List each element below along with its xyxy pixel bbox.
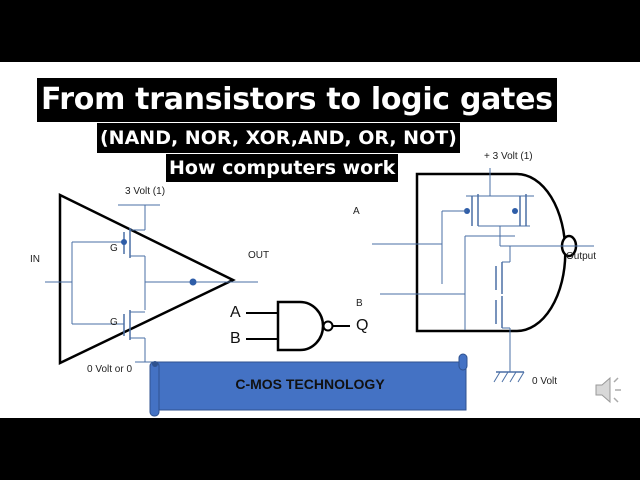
nand-vdd-label: + 3 Volt (1) bbox=[484, 151, 533, 162]
junction-dot bbox=[121, 239, 127, 245]
inverter-triangle bbox=[58, 192, 236, 365]
nand-transistor-a-label: A bbox=[353, 206, 360, 217]
title-line-1: From transistors to logic gates bbox=[37, 78, 557, 122]
inverter-out-label: OUT bbox=[248, 250, 270, 261]
inverter-gate-top-label: G bbox=[110, 243, 118, 254]
speaker-icon[interactable] bbox=[595, 376, 621, 404]
banner-body bbox=[153, 361, 467, 411]
nand-body bbox=[276, 300, 325, 352]
nand-output-label: Output bbox=[566, 251, 597, 262]
nand-transistor-diagram bbox=[372, 168, 594, 383]
banner-text: C-MOS TECHNOLOGY bbox=[235, 376, 385, 392]
title-line-3: How computers work bbox=[166, 154, 399, 182]
title-line-2: (NAND, NOR, XOR,AND, OR, NOT) bbox=[97, 123, 460, 153]
inverter-diagram bbox=[45, 192, 258, 365]
nand-inversion-bubble bbox=[322, 320, 334, 332]
nand-input-a-label: A bbox=[230, 304, 241, 321]
nand-ground-label: 0 Volt bbox=[532, 376, 558, 387]
inverter-gate-bottom-label: G bbox=[110, 317, 118, 328]
nand-input-b-label: B bbox=[230, 330, 241, 347]
inverter-vdd-label: 3 Volt (1) bbox=[125, 186, 166, 197]
nand-large-body bbox=[415, 172, 567, 333]
nand-transistor-b-label: B bbox=[356, 298, 363, 309]
nand-gate-symbol bbox=[246, 300, 350, 352]
cmos-banner bbox=[149, 353, 468, 417]
nand-output-q-label: Q bbox=[356, 317, 369, 334]
junction-dot bbox=[189, 278, 197, 286]
inverter-ground-label: 0 Volt or 0 bbox=[87, 364, 133, 375]
inverter-in-label: IN bbox=[30, 254, 40, 265]
